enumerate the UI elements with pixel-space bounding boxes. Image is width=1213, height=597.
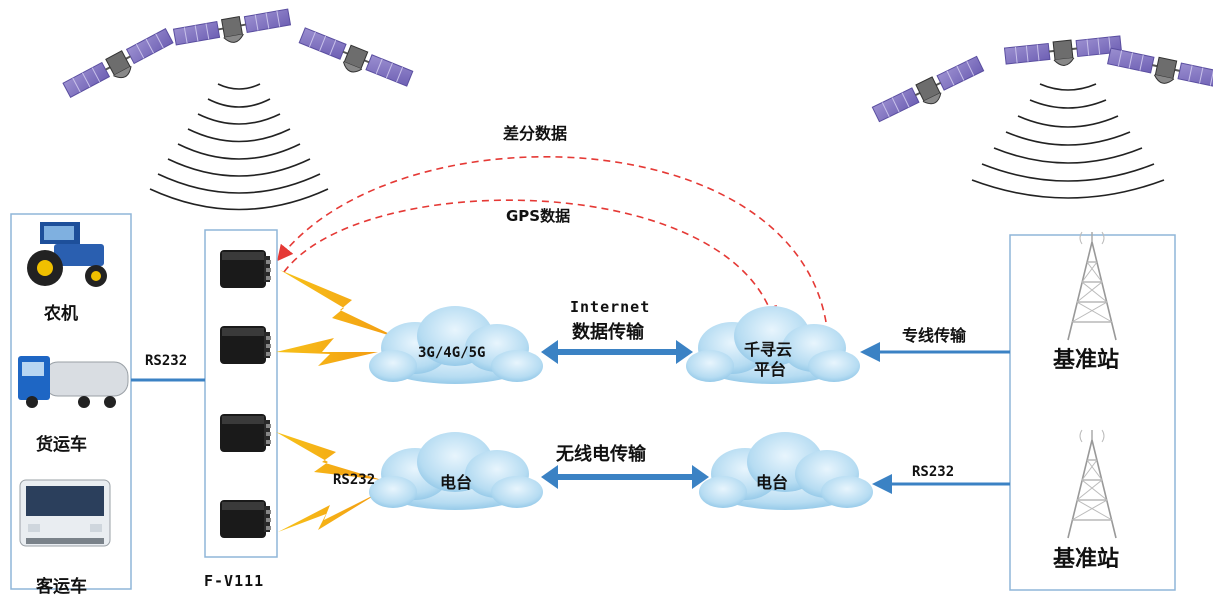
device-unit-icon <box>220 500 271 538</box>
internet-double-arrow <box>541 340 693 364</box>
signal-wave-icon <box>149 83 329 211</box>
device-unit-icon <box>220 414 271 452</box>
device-unit-icon <box>220 326 271 364</box>
internet-label: Internet <box>570 298 651 316</box>
dedicated-line-label: 专线传输 <box>902 326 967 345</box>
radio-transfer-label: 无线电传输 <box>556 444 646 465</box>
station-panel <box>1009 234 1176 591</box>
radio-right-label: 电台 <box>756 473 789 492</box>
tower-icon <box>1067 231 1117 341</box>
rs232-vehicle-label: RS232 <box>145 353 188 369</box>
radio-double-arrow <box>541 465 709 489</box>
differential-data-arrow <box>276 156 827 323</box>
gps-data-arrow <box>283 199 777 323</box>
data-transfer-label: 数据传输 <box>572 322 644 343</box>
radio-left-label: 电台 <box>440 473 473 492</box>
station-rs232-arrow <box>872 474 1010 494</box>
satellite-icon <box>61 26 178 105</box>
truck-label: 货运车 <box>36 435 87 455</box>
satellite-icon <box>870 54 988 130</box>
tractor-icon <box>27 222 107 287</box>
rs232-station-label: RS232 <box>912 464 955 480</box>
satellite-icon <box>295 25 415 95</box>
station-bottom-label: 基准站 <box>1053 547 1120 572</box>
station-top-label: 基准站 <box>1053 348 1120 373</box>
vehicle-panel <box>10 213 132 590</box>
dedicated-line-arrow <box>860 342 1010 362</box>
signal-wave-icon <box>971 83 1165 199</box>
satellite-icon <box>172 7 293 54</box>
tower-icon <box>1067 429 1117 539</box>
satellite-icon <box>1105 46 1213 97</box>
gps-data-label: GPS数据 <box>506 207 571 225</box>
bus-label: 客运车 <box>36 577 87 597</box>
tractor-label: 农机 <box>44 304 78 324</box>
platform-cloud-label-1: 千寻云 <box>744 340 793 359</box>
device-panel <box>204 229 278 558</box>
wireless-signal-icon <box>276 270 398 532</box>
bus-icon <box>19 479 111 547</box>
device-name-label: F-V111 <box>204 572 265 590</box>
platform-cloud-label-2: 平台 <box>754 360 787 379</box>
network-cloud-label: 3G/4G/5G <box>418 345 486 361</box>
differential-data-label: 差分数据 <box>503 124 568 143</box>
satellite-icon <box>1003 33 1124 73</box>
truck-icon <box>18 356 129 408</box>
rs232-radio-label: RS232 <box>333 472 376 488</box>
device-unit-icon <box>220 250 271 288</box>
